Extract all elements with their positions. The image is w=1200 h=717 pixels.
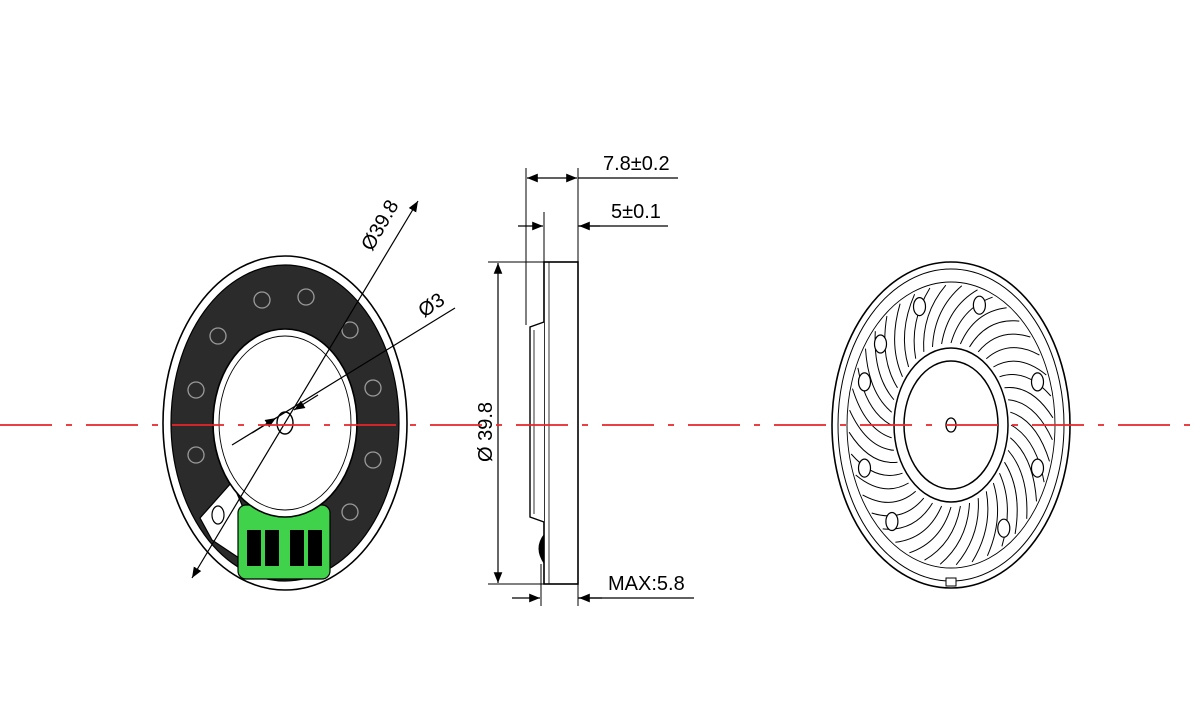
vent-vane	[871, 497, 925, 517]
vent-vane	[950, 296, 993, 344]
back-mount-hole	[1030, 372, 1045, 392]
vent-vane	[1007, 449, 1028, 519]
vent-vane	[857, 367, 892, 426]
vent-vane	[1010, 424, 1045, 483]
vent-vane	[862, 490, 917, 503]
vent-vane	[1008, 399, 1053, 441]
terminal-pad	[308, 530, 322, 566]
body-thickness-label: 5±0.1	[611, 201, 661, 223]
back-mount-hole	[997, 518, 1011, 538]
vent-vane	[1004, 387, 1054, 419]
front-hole-arrow-a	[293, 394, 319, 411]
vent-vane	[904, 293, 916, 368]
vent-vane	[855, 474, 909, 490]
terminal-pad	[290, 530, 304, 566]
back-mount-hole	[873, 334, 888, 354]
vent-vane	[999, 472, 1008, 547]
side-view: 7.8±0.2 5±0.1 Ø 39.8 MAX:5.8	[475, 153, 694, 606]
vent-vane	[959, 307, 1007, 345]
vent-vane	[850, 453, 903, 476]
vent-vane	[895, 505, 943, 543]
side-body	[543, 261, 579, 585]
vent-vane	[852, 388, 892, 439]
back-holes	[857, 295, 1045, 538]
vent-vane	[849, 409, 894, 451]
vent-vane	[894, 303, 903, 378]
vent-vane	[913, 287, 931, 359]
back-mount-hole	[912, 297, 927, 317]
front-notch-hole	[211, 505, 225, 525]
max-protrusion-label: MAX:5.8	[608, 573, 685, 595]
front-outer-diameter-label: Ø39.8	[357, 196, 403, 254]
vent-vane	[986, 482, 998, 557]
front-view: Ø39.8 Ø3	[162, 196, 456, 591]
vent-vane	[1009, 437, 1037, 502]
terminal-pad	[265, 530, 279, 566]
side-diaphragm-dome	[529, 321, 545, 523]
vent-vane	[909, 506, 952, 554]
vent-vane	[993, 360, 1047, 376]
side-terminal-bump	[538, 534, 544, 564]
vent-vane	[971, 491, 989, 563]
back-mount-hole	[972, 295, 987, 315]
vent-vane	[941, 289, 978, 345]
side-diameter-label: Ø 39.8	[475, 402, 497, 462]
vent-vane	[977, 333, 1031, 353]
vent-vane	[848, 431, 898, 463]
back-mount-hole	[1030, 458, 1045, 478]
front-diameter-leader	[191, 200, 419, 579]
terminal-pad	[247, 530, 261, 566]
vent-vane	[999, 374, 1052, 397]
vent-vane	[884, 316, 898, 389]
vent-vane	[932, 285, 963, 348]
vent-vane	[939, 502, 970, 565]
back-mount-hole	[857, 372, 872, 392]
vent-vane	[1004, 461, 1018, 534]
front-center-hole-label: Ø3	[414, 289, 448, 322]
vent-vane	[1010, 411, 1050, 462]
back-mount-hole	[885, 511, 899, 532]
vent-vane	[865, 348, 893, 413]
overall-thickness-label: 7.8±0.2	[603, 153, 670, 175]
back-bottom-tab	[945, 577, 957, 587]
vent-vane	[985, 347, 1040, 360]
vent-vane	[969, 320, 1020, 348]
back-vanes	[848, 284, 1054, 566]
vent-vane	[955, 498, 979, 566]
back-mount-hole	[857, 458, 872, 478]
vent-vane	[923, 284, 947, 352]
vent-vane	[924, 505, 961, 561]
